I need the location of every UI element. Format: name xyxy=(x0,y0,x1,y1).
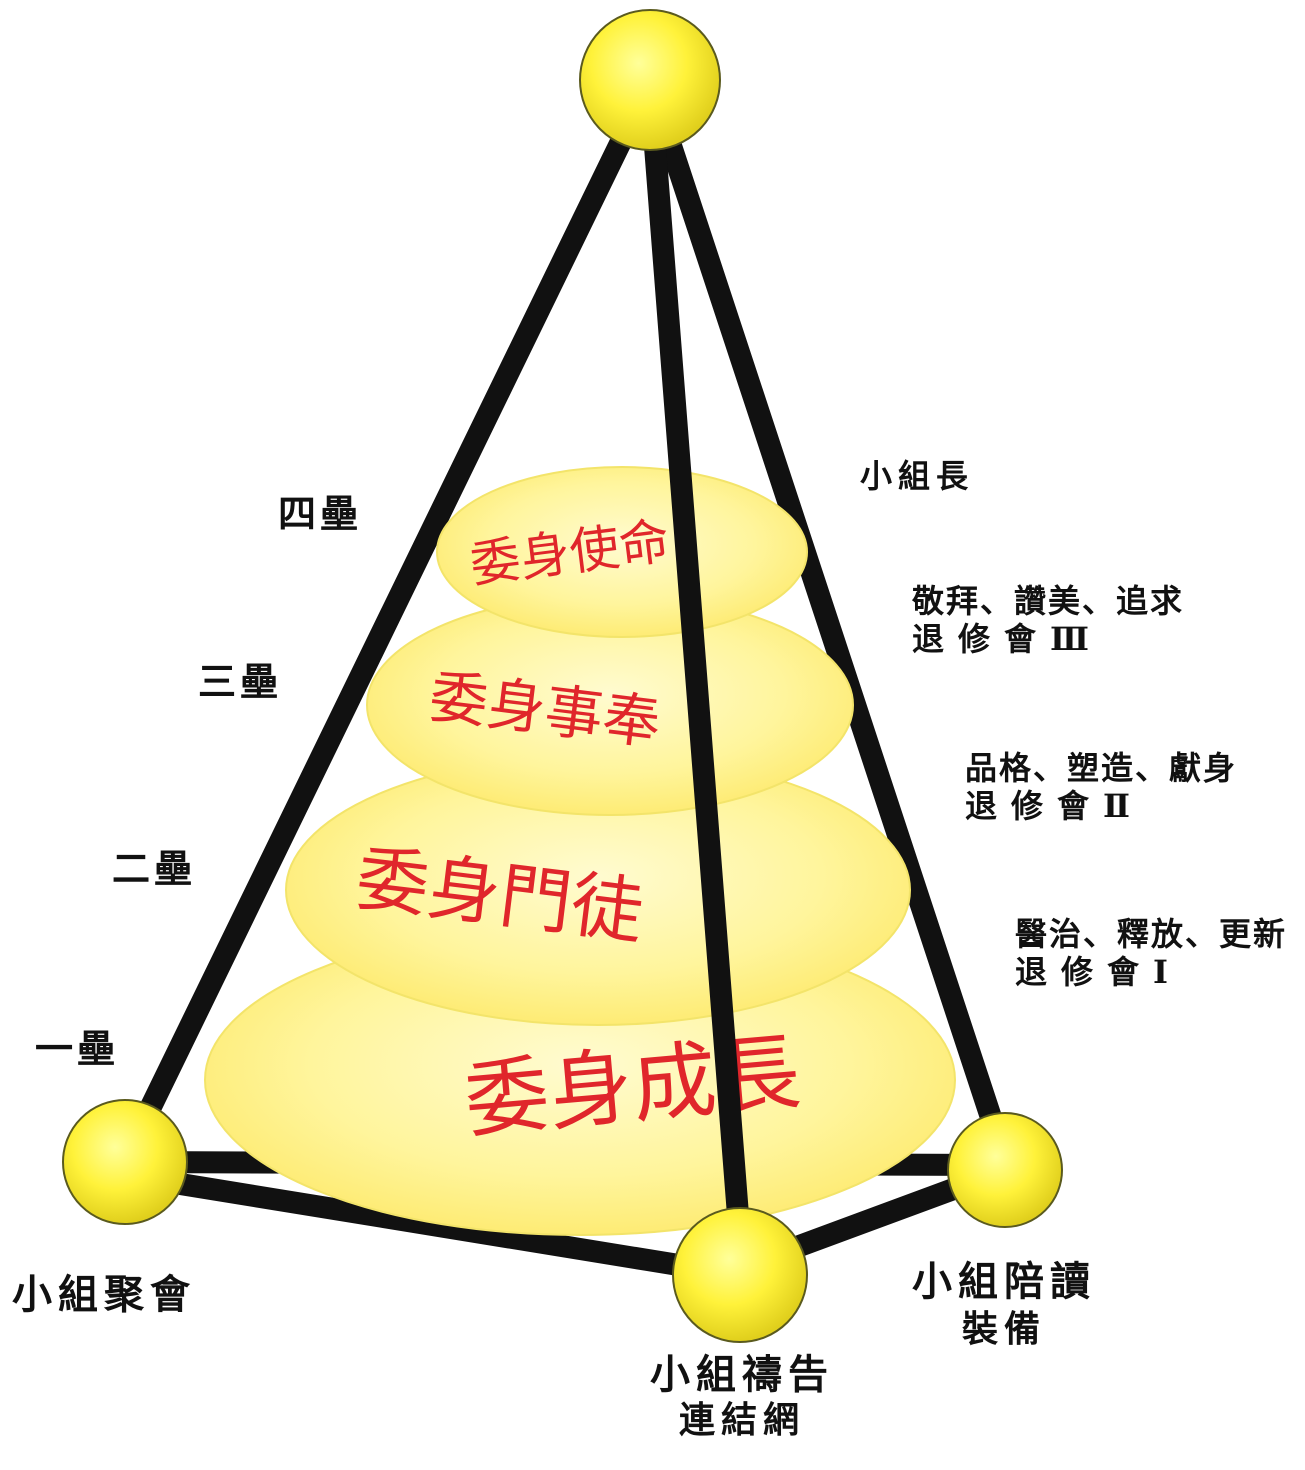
gathering-node xyxy=(62,1099,188,1225)
retreat-1-line1: 醫治、釋放、更新 xyxy=(1015,915,1288,953)
companion-label-block: 小組陪讀 裝備 xyxy=(912,1262,1096,1348)
retreat-3-line1: 敬拜、讚美、追求 xyxy=(912,582,1185,620)
layer-4-shape xyxy=(436,466,808,638)
tier-3-label: 三壘 xyxy=(198,660,283,704)
tier-4-label: 四壘 xyxy=(278,492,363,536)
tier-1-label: 一壘 xyxy=(35,1027,120,1071)
leader-label: 小組長 xyxy=(860,457,975,495)
retreat-2-block: 品格、塑造、獻身 退修會Ⅱ xyxy=(965,752,1237,822)
tier-2-label: 二壘 xyxy=(112,847,197,891)
vertex-nodes xyxy=(62,9,1063,1343)
apex-node xyxy=(579,9,721,151)
retreat-3-block: 敬拜、讚美、追求 退修會Ⅲ xyxy=(912,585,1184,655)
prayer-title: 小組禱告 xyxy=(650,1352,834,1398)
prayer-node xyxy=(672,1207,808,1343)
companion-subtitle: 裝備 xyxy=(961,1309,1046,1350)
retreat-1-block: 醫治、釋放、更新 退修會Ⅰ xyxy=(1015,918,1287,988)
prayer-subtitle: 連結網 xyxy=(678,1400,805,1441)
retreat-2-line1: 品格、塑造、獻身 xyxy=(965,749,1238,787)
commitment-layers: 委身成長 委身門徒 委身事奉 委身使命 xyxy=(204,466,956,1236)
retreat-3-line2: 退修會Ⅲ xyxy=(912,620,1103,658)
retreat-1-line2: 退修會Ⅰ xyxy=(1015,953,1182,991)
edge-gathering-prayer xyxy=(114,1164,751,1286)
edge-apex-gathering xyxy=(114,71,661,1171)
companion-node xyxy=(947,1112,1063,1228)
edge-apex-companion xyxy=(639,71,1016,1171)
gathering-label: 小組聚會 xyxy=(12,1272,196,1318)
prayer-label-block: 小組禱告 連結網 xyxy=(650,1355,834,1439)
companion-title: 小組陪讀 xyxy=(912,1259,1096,1305)
retreat-2-line2: 退修會Ⅱ xyxy=(965,787,1144,825)
edge-apex-prayer xyxy=(639,71,749,1226)
